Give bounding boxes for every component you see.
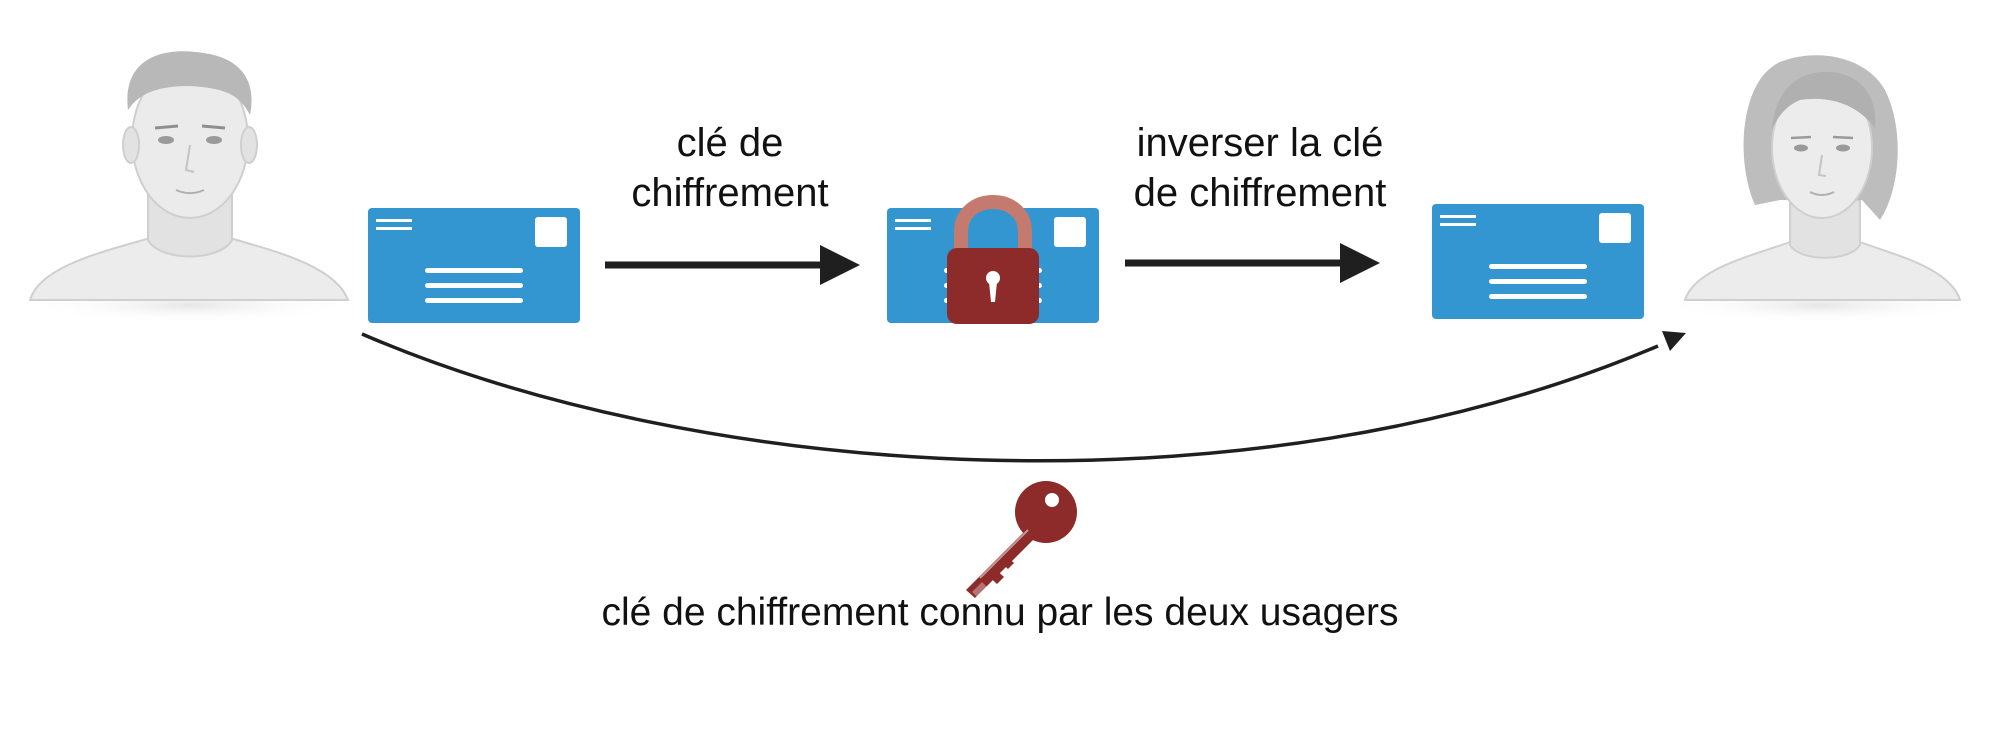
- encrypt-step-label-line2: chiffrement: [631, 171, 829, 215]
- key-icon: [966, 481, 1077, 598]
- plain-envelope-icon: [368, 208, 580, 323]
- decrypt-step-label-line1: inverser la clé: [1136, 121, 1384, 165]
- decrypted-envelope-icon: [1432, 204, 1644, 319]
- locked-envelope-icon: [887, 195, 1099, 324]
- padlock-icon: [947, 195, 1039, 324]
- decrypt-step-label: inverser la clé de chiffrement: [1090, 118, 1430, 218]
- man-avatar-icon: [25, 51, 355, 323]
- encrypt-arrow: [605, 245, 860, 285]
- decrypt-arrow: [1125, 243, 1380, 283]
- decrypt-step-label-line2: de chiffrement: [1133, 171, 1387, 215]
- shared-key-curve-arrow: [361, 331, 1686, 463]
- encrypt-step-label: clé de chiffrement: [590, 118, 870, 218]
- woman-avatar-icon: [1660, 55, 1980, 323]
- encrypt-step-label-line1: clé de: [676, 121, 784, 165]
- shared-key-caption: clé de chiffrement connu par les deux us…: [601, 591, 1399, 634]
